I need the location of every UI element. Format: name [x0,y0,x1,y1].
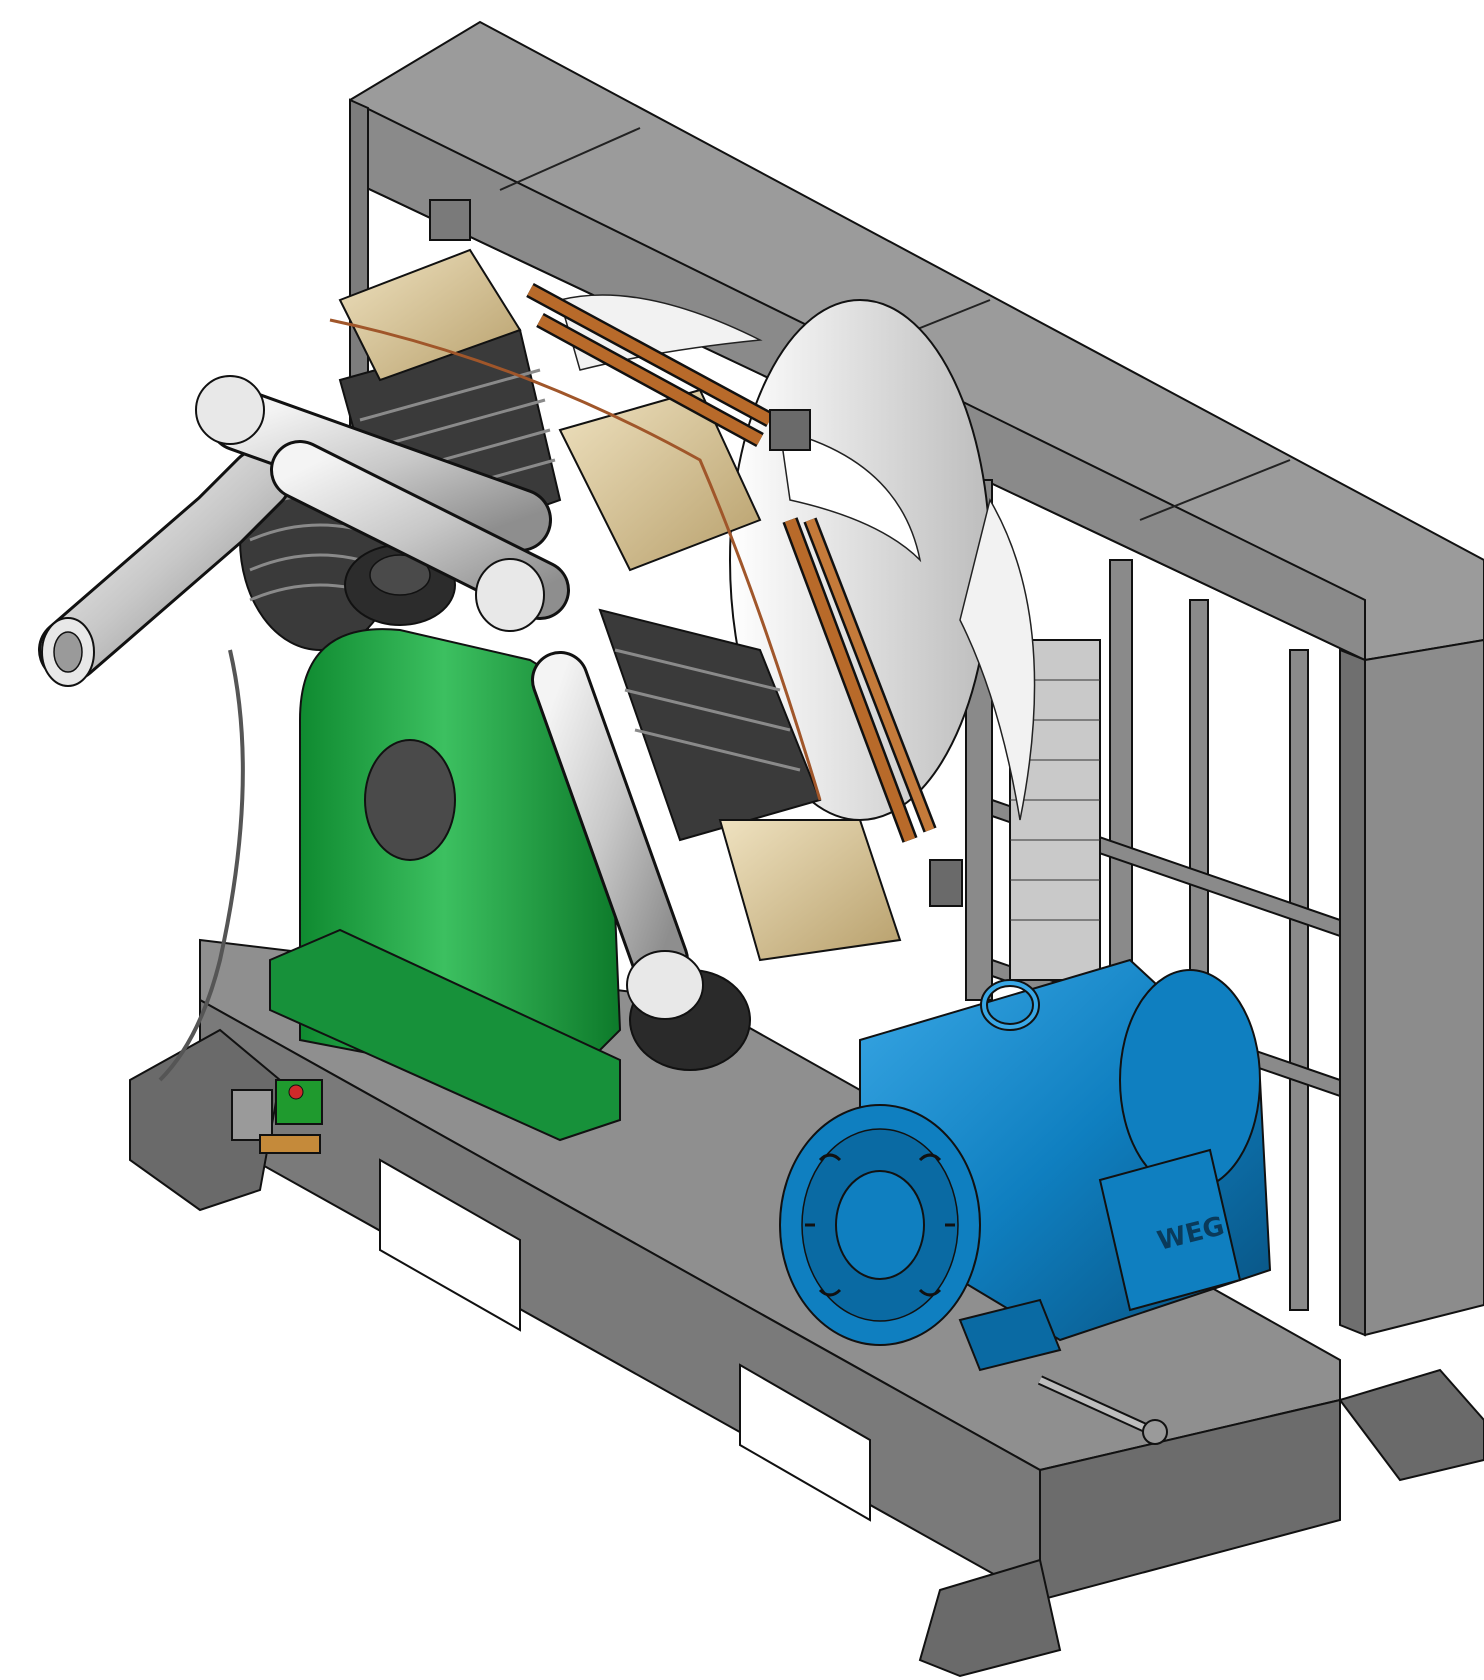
right-side-panel [1364,638,1484,1337]
foot-front [918,1558,1062,1678]
forklift-pocket-1 [379,1158,521,1332]
motor-lifting-eye [982,981,1038,1029]
frame-upright-4 [1289,649,1309,1311]
intake-piping [38,375,704,1020]
drain-hose [158,649,245,1082]
upper-head-right [558,388,762,572]
forklift-pocket-2 [739,1363,871,1522]
belt-tension-bolt [1037,1375,1168,1445]
lower-cylinders [598,608,902,962]
pressure-switch [429,199,471,241]
crankcase-badge [364,739,456,861]
foot-left [129,1028,282,1212]
upper-head-left [338,248,522,382]
cooler-radiator [1009,639,1101,981]
copper-tubing [329,282,937,843]
motor-terminal-box [1098,1148,1242,1312]
crankcase-base [269,928,621,1142]
right-side-panel-face [1339,648,1366,1337]
base-right-face [1039,1398,1341,1602]
motor-foot [958,1298,1062,1372]
drain-fitting [929,859,963,907]
valve-fitting [769,409,811,451]
lower-head [718,819,902,962]
foot-right [1338,1368,1484,1482]
solenoid-valve [231,1079,323,1154]
electric-motor: WEG [779,958,1272,1372]
